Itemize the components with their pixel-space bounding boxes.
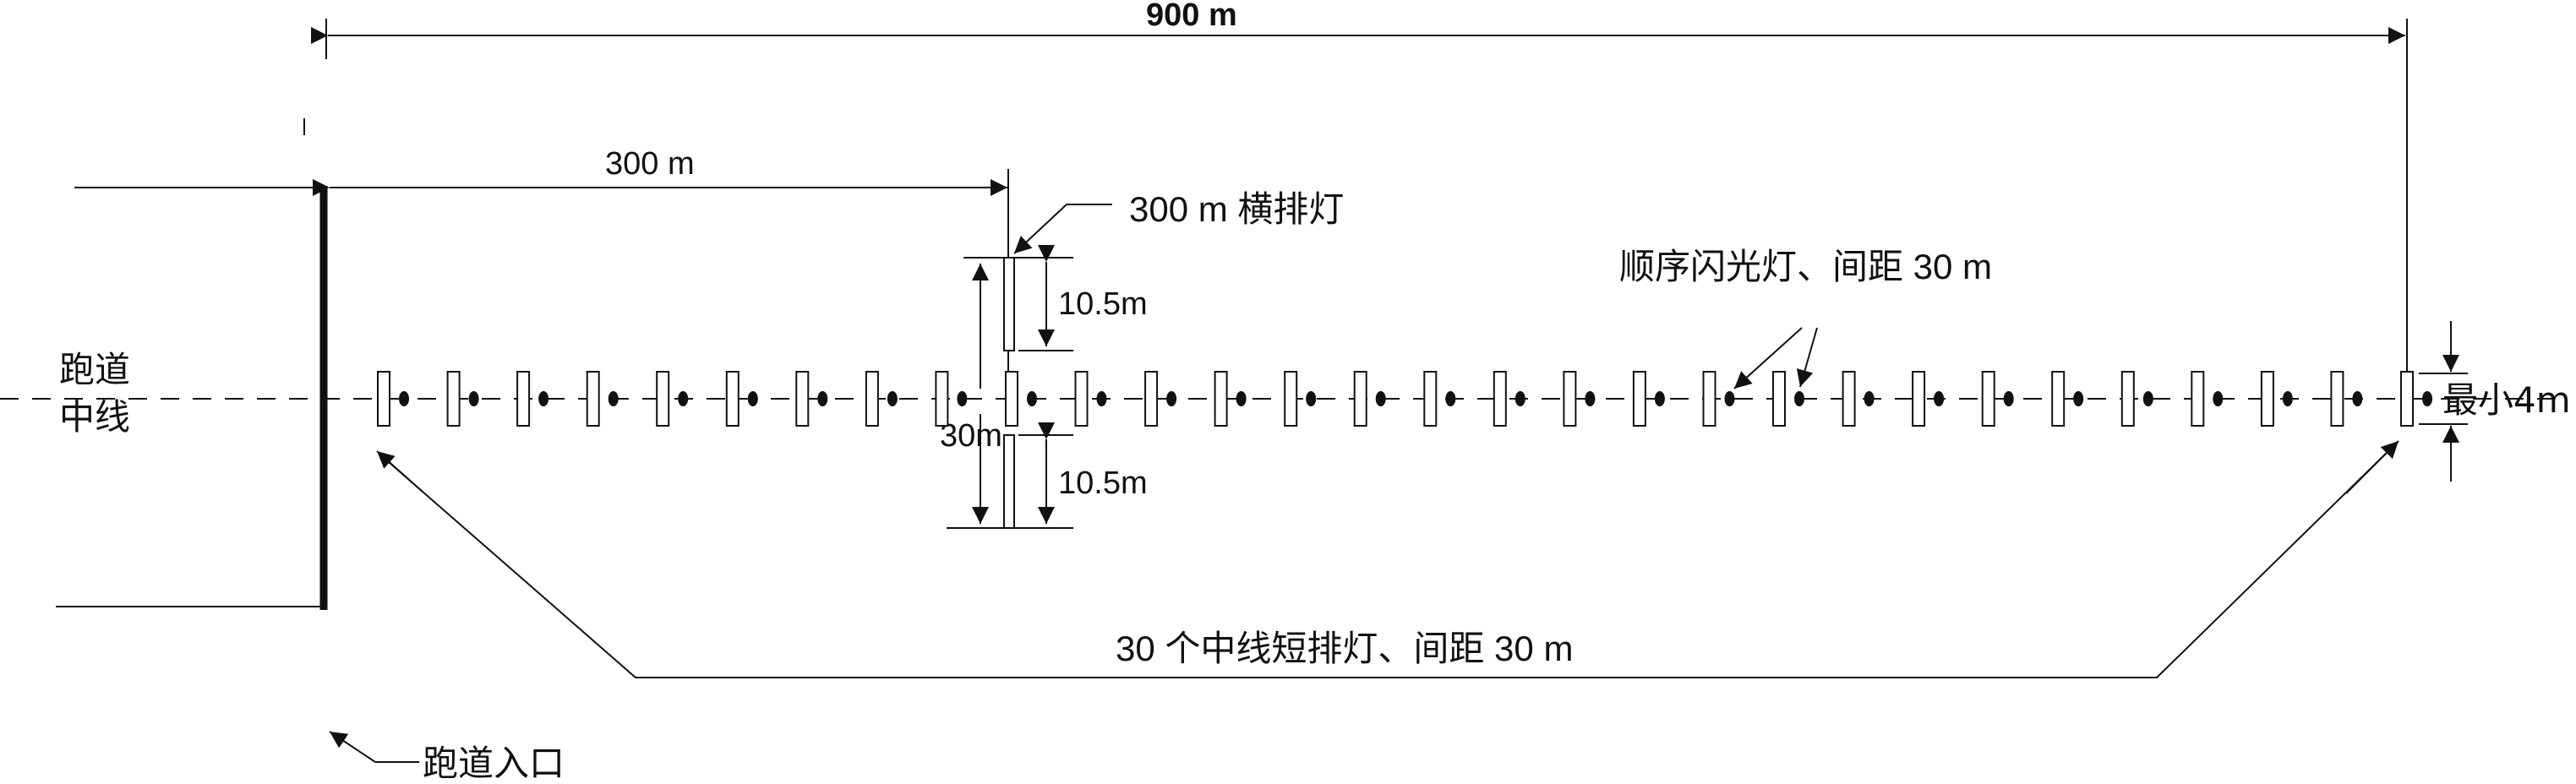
threshold-label: 跑道入口 [423, 743, 565, 784]
centerline-barrette [725, 371, 740, 427]
centerline-barrette [795, 371, 810, 427]
dim-900-label: 900 m [1146, 0, 1237, 33]
sequenced-flasher [1864, 391, 1875, 406]
centerline-barrette [2120, 371, 2135, 427]
centerline-barrette [377, 371, 390, 427]
centerline-barrette [656, 371, 670, 427]
runway-centerline-label-2: 中线 [59, 396, 130, 438]
centerline-barrette [1632, 371, 1646, 427]
centerline-barrette [1981, 371, 1995, 427]
sequenced-flash-label: 顺序闪光灯、间距 30 m [1619, 247, 1992, 286]
centerline-barrette [2400, 371, 2414, 427]
dim-300-label: 300 m [605, 146, 695, 182]
barrette-callout-arrow-right [2345, 440, 2399, 494]
sequenced-flasher [747, 391, 758, 406]
sequenced-flasher [2073, 391, 2084, 406]
flash-leader-2 [1796, 327, 1818, 388]
sequenced-flasher [1654, 391, 1665, 406]
sequenced-flasher [399, 391, 409, 406]
centerline-barrette [1074, 371, 1089, 427]
crossbar-lower-arm-label: 10.5m [1058, 466, 1148, 501]
centerline-barrette [865, 371, 879, 427]
centerline-barrette [1912, 371, 1926, 427]
sequenced-flasher [1027, 391, 1037, 406]
centerline-barrette [586, 371, 600, 427]
crossbar-upper-arm-label: 10.5m [1058, 286, 1148, 322]
centerline-barrette [516, 371, 531, 427]
centerline-barrette [1214, 371, 1228, 427]
centerline-barrette [1353, 371, 1367, 427]
crossbar-leader [1013, 204, 1112, 254]
centerline-barrette [2191, 371, 2205, 427]
centerline-barrette [1284, 371, 1298, 427]
sequenced-flasher [887, 391, 898, 406]
barrette-callout-label: 30 个中线短排灯、间距 30 m [1116, 629, 1573, 668]
sequenced-flasher [2003, 391, 2014, 406]
centerline-barrette [1144, 371, 1159, 427]
sequenced-flasher [538, 391, 549, 406]
centerline-barrette [1842, 371, 1856, 427]
sequenced-flasher [2282, 391, 2293, 406]
sequenced-flasher [468, 391, 479, 406]
sequenced-flasher [1166, 391, 1177, 406]
centerline-barrette [2330, 371, 2344, 427]
sequenced-flasher [608, 391, 619, 406]
sequenced-flasher [1585, 391, 1596, 406]
sequenced-flasher [2422, 391, 2432, 406]
centerline-barrette [2260, 371, 2274, 427]
barrette-callout-arrow-left [376, 450, 423, 493]
sequenced-flasher [1724, 391, 1735, 406]
min-width-label: 最小4m [2442, 379, 2571, 421]
sequenced-flasher [678, 391, 689, 406]
sequenced-flasher [2352, 391, 2363, 406]
flash-leader-1 [1733, 327, 1803, 389]
sequenced-flasher [957, 391, 968, 406]
crossbar-label: 300 m 横排灯 [1129, 189, 1344, 229]
centerline-barrette [1423, 371, 1438, 427]
centerline-barrette [1005, 371, 1018, 427]
centerline-barrette [2051, 371, 2066, 427]
centerline-lights [377, 371, 2432, 427]
centerline-barrette [1493, 371, 1507, 427]
crossbar-gap-label: 30m [940, 418, 1002, 454]
sequenced-flasher [1794, 391, 1804, 406]
sequenced-flasher [1514, 391, 1525, 406]
crossbar-lower-light [1003, 434, 1015, 529]
sequenced-flasher [1375, 391, 1386, 406]
centerline-barrette [446, 371, 461, 427]
sequenced-flasher [1306, 391, 1317, 406]
barrette-callout [381, 447, 2393, 678]
sequenced-flasher [2213, 391, 2224, 406]
centerline-barrette [1563, 371, 1577, 427]
sequenced-flasher [817, 391, 828, 406]
sequenced-flasher [2142, 391, 2153, 406]
centerline-barrette [1702, 371, 1716, 427]
centerline-barrette [935, 371, 949, 427]
threshold-leader-arrow [329, 731, 376, 763]
centerline-barrette [1772, 371, 1786, 427]
runway-centerline-label-1: 跑道 [59, 349, 130, 390]
crossbar-upper-light [1003, 257, 1015, 351]
sequenced-flasher [1934, 391, 1945, 406]
sequenced-flasher [1236, 391, 1247, 406]
sequenced-flasher [1445, 391, 1456, 406]
sequenced-flasher [1096, 391, 1107, 406]
